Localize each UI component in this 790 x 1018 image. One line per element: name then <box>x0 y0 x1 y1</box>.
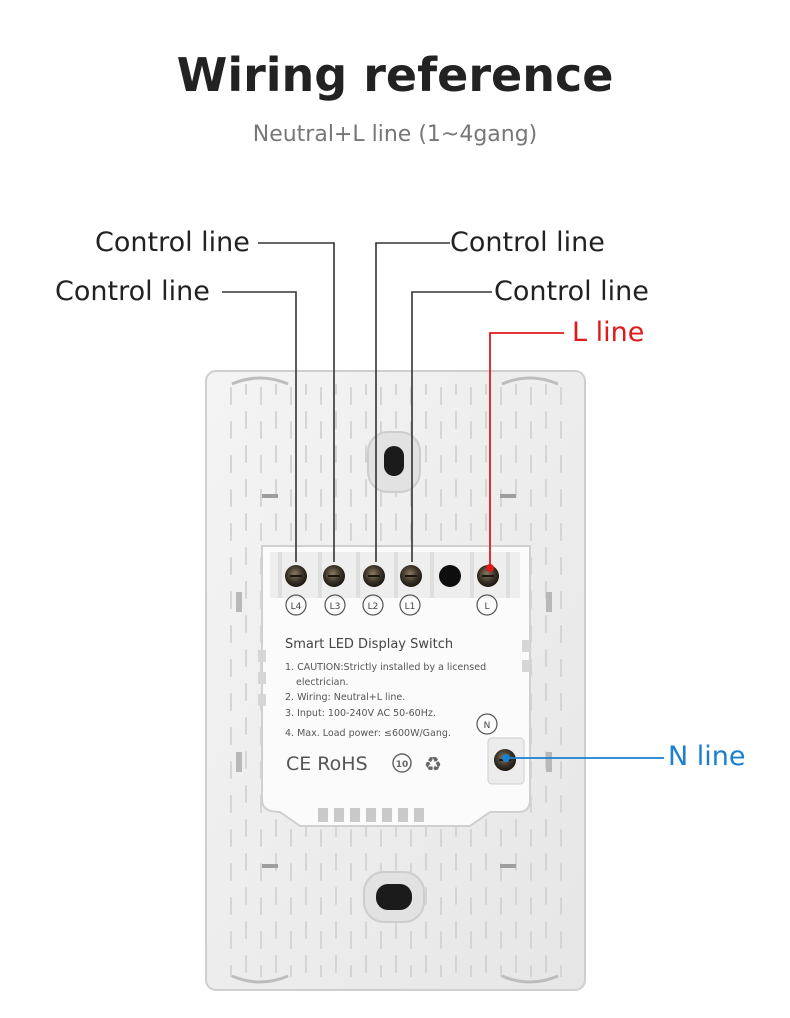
page-title: Wiring reference <box>176 48 614 102</box>
callout-control-line-l3: Control line <box>95 227 250 258</box>
terminal-label-l1: L1 <box>405 602 416 612</box>
recycle-icon: ♻ <box>424 752 442 776</box>
terminal-label-l4: L4 <box>291 602 302 612</box>
callout-l-line: L line <box>572 317 645 348</box>
svg-text:10: 10 <box>396 760 409 770</box>
terminal-label-n: N <box>484 721 491 731</box>
l-terminal-marker <box>486 564 494 572</box>
page-subtitle: Neutral+L line (1~4gang) <box>252 122 538 147</box>
terminal-label-l: L <box>484 602 489 612</box>
module-note: 3. Input: 100-240V AC 50-60Hz. <box>285 708 436 719</box>
terminal-label-l3: L3 <box>330 602 341 612</box>
module-note: 4. Max. Load power: ≤600W/Gang. <box>285 728 451 739</box>
eco-10-badge: 10 <box>392 753 412 773</box>
leader-line-l4 <box>222 291 297 562</box>
terminal-label-l2: L2 <box>368 602 379 612</box>
leader-line-l3 <box>258 242 335 562</box>
leader-line-l2 <box>375 242 450 562</box>
terminal-module <box>261 545 531 827</box>
module-note: 1. CAUTION:Strictly installed by a licen… <box>285 662 486 673</box>
module-note: electrician. <box>296 677 349 688</box>
callout-control-line-l1: Control line <box>494 276 649 307</box>
leader-line-l <box>489 332 564 566</box>
n-terminal-marker <box>502 754 510 762</box>
mounting-hole-top <box>367 431 421 493</box>
mounting-hole-bottom <box>363 871 425 923</box>
module-note: 2. Wiring: Neutral+L line. <box>285 692 405 703</box>
callout-control-line-l2: Control line <box>450 227 605 258</box>
terminal-hole <box>439 565 461 587</box>
leader-line-l1 <box>411 291 492 562</box>
callout-control-line-l4: Control line <box>55 276 210 307</box>
module-title: Smart LED Display Switch <box>285 637 453 652</box>
certification-marks: CE RoHS <box>286 753 368 775</box>
callout-n-line: N line <box>668 741 746 772</box>
